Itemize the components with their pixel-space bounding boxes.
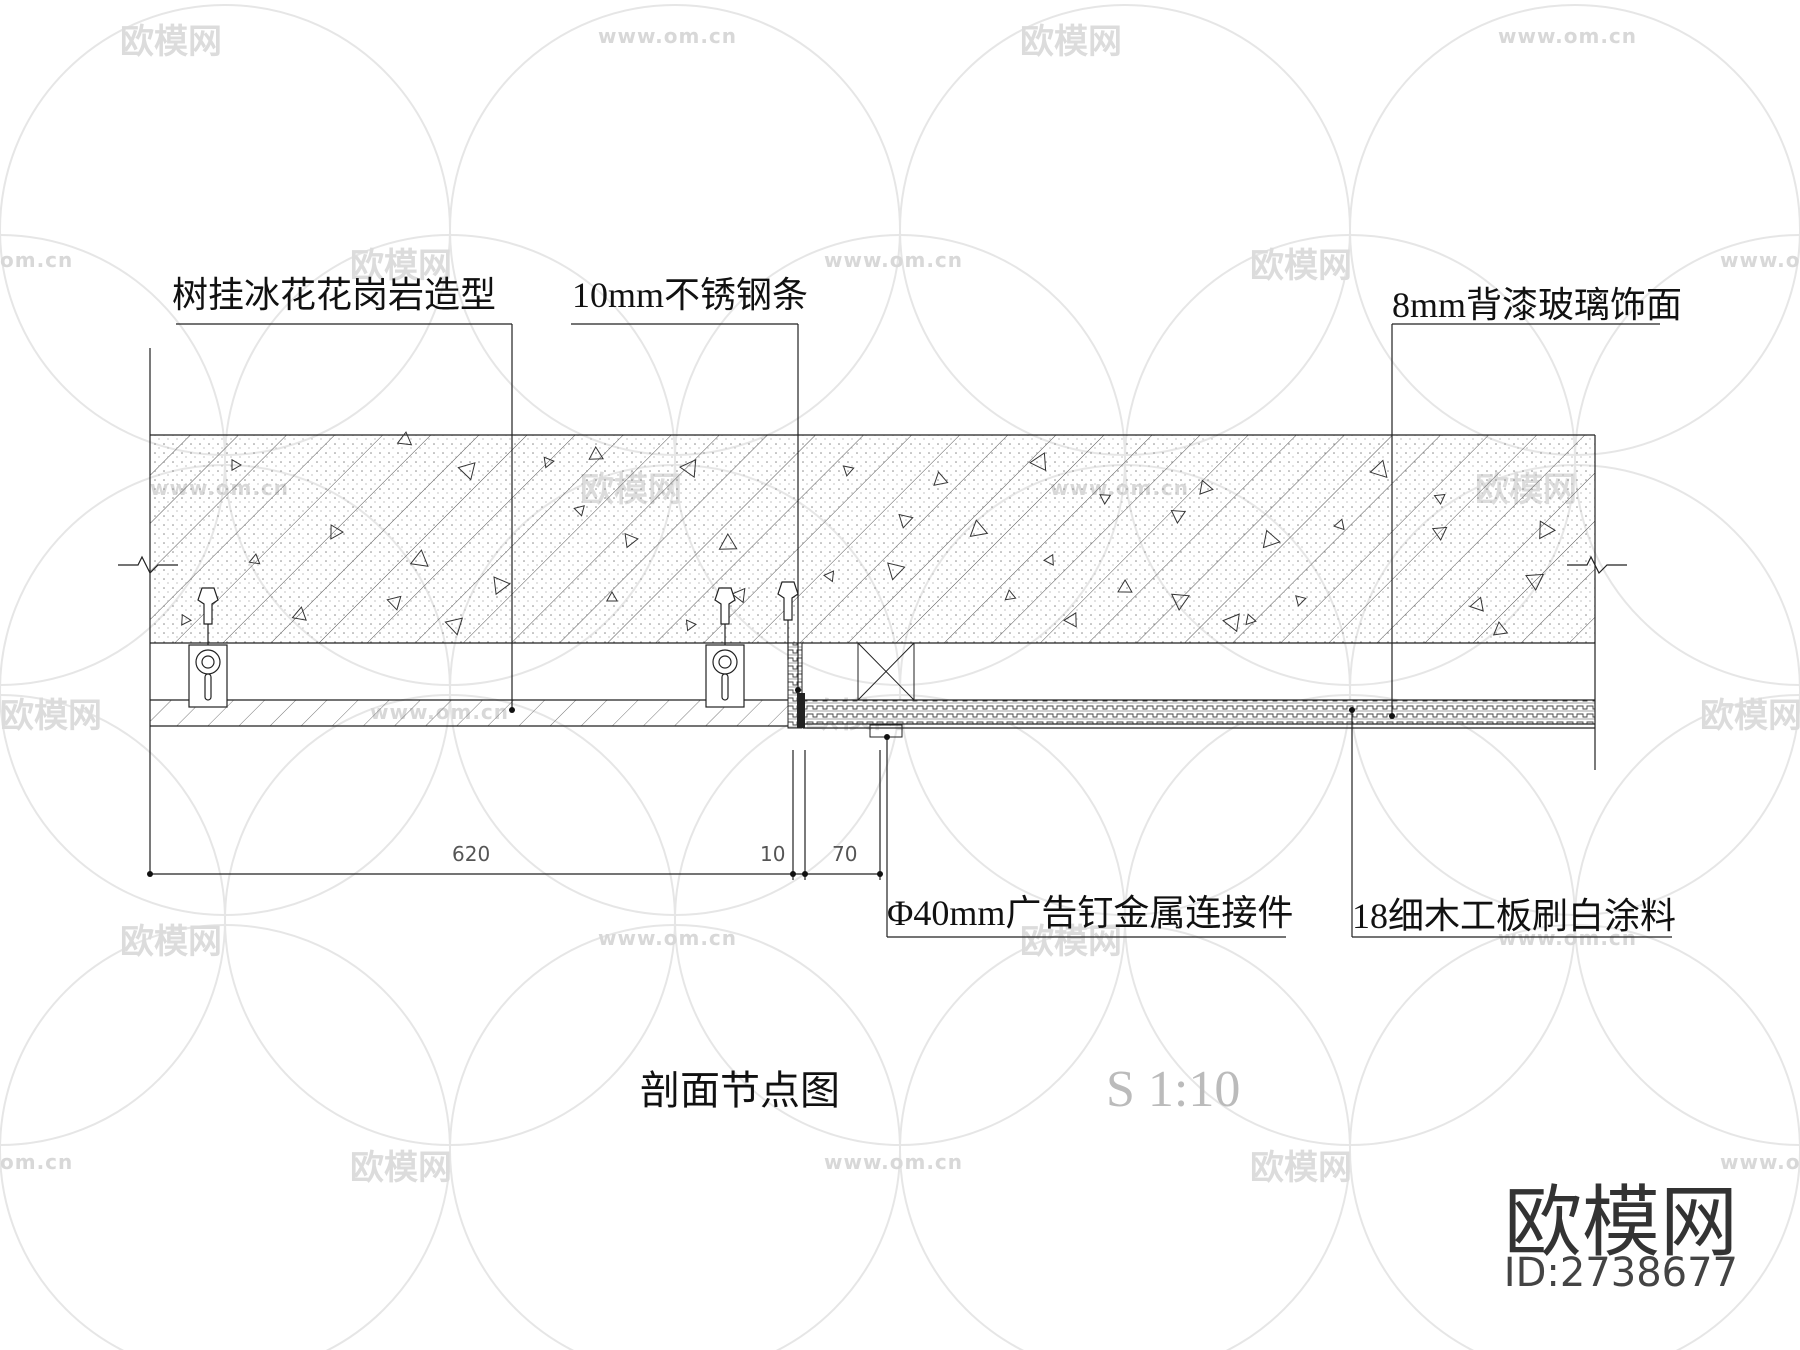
steel-strip: [787, 642, 805, 729]
label-board: 18细木工板刷白涂料: [1352, 896, 1677, 936]
granite-panel: [150, 699, 798, 727]
watermark-logo: 欧模网: [0, 696, 102, 736]
watermark-url: www.om.cn: [824, 248, 964, 272]
aggregate-triangle: [1222, 613, 1240, 633]
aggregate-triangle: [624, 532, 639, 549]
label-steel-strip: 10mm不锈钢条: [572, 275, 809, 315]
watermark-logo: 欧模网: [120, 22, 222, 62]
edge-lines: [118, 348, 1627, 875]
aggregate-triangle: [1492, 621, 1509, 636]
dimension-line: [150, 750, 881, 880]
aggregate-triangle: [330, 524, 344, 540]
aggregate-triangle: [1433, 493, 1446, 505]
label-granite: 树挂冰花花岗岩造型: [172, 275, 497, 316]
aggregate-triangle: [887, 562, 906, 581]
brand-id: ID:2738677: [1503, 1250, 1738, 1296]
aggregate-triangle: [588, 446, 604, 460]
watermark-logo: 欧模网: [350, 1148, 452, 1188]
aggregate-triangle: [1262, 529, 1281, 549]
drawing-scale: S 1:10: [1106, 1061, 1241, 1118]
aggregate-triangle: [1431, 526, 1448, 541]
anchor-clip: [705, 587, 745, 708]
watermark-url: om.cn: [0, 248, 74, 272]
concrete-wall: [150, 434, 1595, 644]
aggregate-triangle: [1539, 520, 1557, 540]
aggregate-triangle: [1117, 579, 1133, 593]
aggregate-triangle: [543, 456, 555, 469]
aggregate-triangle: [898, 513, 914, 529]
aggregate-triangle: [969, 519, 989, 538]
concrete-aggregate: [181, 431, 1557, 636]
watermark-logo: 欧模网: [1250, 246, 1352, 286]
dimension-70: 70: [832, 842, 858, 866]
aggregate-triangle: [457, 462, 476, 481]
aggregate-triangle: [386, 595, 402, 611]
aggregate-triangle: [248, 553, 261, 565]
brand-logo: 欧模网: [1503, 1178, 1738, 1268]
aggregate-triangle: [1170, 593, 1191, 611]
watermark-logo: 欧模网: [1020, 922, 1122, 962]
watermark-url: www.om.cn: [598, 24, 738, 48]
aggregate-triangle: [1099, 494, 1112, 506]
watermark-url: www.om.cn: [1720, 1150, 1800, 1174]
aggregate-triangle: [823, 570, 835, 583]
aggregate-triangle: [1063, 612, 1077, 628]
aggregate-triangle: [409, 549, 429, 567]
aggregate-triangle: [1004, 589, 1017, 601]
watermark-logo: 欧模网: [120, 922, 222, 962]
granite-anchors: [188, 581, 799, 708]
aggregate-triangle: [291, 606, 307, 621]
dimension-10: 10: [760, 842, 786, 866]
aggregate-triangle: [573, 505, 585, 517]
aggregate-triangle: [444, 617, 464, 636]
leader-lines: [176, 323, 1672, 938]
watermark-logo: 欧模网: [1020, 22, 1122, 62]
watermark-url: www.om.cn: [598, 926, 738, 950]
leader-dots: [509, 687, 1395, 740]
watermark-logo: 欧模网: [350, 246, 452, 286]
aggregate-triangle: [842, 465, 855, 477]
aggregate-triangle: [493, 576, 511, 596]
dimension-ticks: [147, 871, 883, 877]
aggregate-triangle: [181, 613, 193, 626]
wood-board-layer: [803, 699, 1595, 729]
watermark-logo: 欧模网: [1250, 1148, 1352, 1188]
watermark-url: www.om.cn: [824, 1150, 964, 1174]
anchor-clip: [777, 581, 799, 660]
aggregate-triangle: [1525, 573, 1545, 591]
watermark-url: om.cn: [0, 1150, 74, 1174]
aggregate-triangle: [396, 431, 413, 446]
watermark-url: www.om.cn: [1720, 248, 1800, 272]
aggregate-triangle: [231, 458, 242, 472]
aggregate-triangle: [1170, 509, 1187, 525]
dimension-620: 620: [452, 842, 491, 866]
label-fastener: Φ40mm广告钉金属连接件: [887, 893, 1294, 933]
watermark-url: www.om.cn: [1498, 926, 1638, 950]
label-glass: 8mm背漆玻璃饰面: [1392, 285, 1683, 325]
aggregate-triangle: [1469, 596, 1484, 612]
aggregate-triangle: [1369, 459, 1388, 479]
aggregate-triangle: [1029, 452, 1047, 472]
aggregate-triangle: [1245, 613, 1257, 626]
watermark-logo: 欧模网: [1700, 696, 1800, 736]
aggregate-triangle: [933, 471, 949, 486]
aggregate-triangle: [1333, 518, 1345, 531]
aggregate-triangle: [679, 458, 697, 479]
anchor-clip: [188, 587, 228, 708]
drawing-title: 剖面节点图: [640, 1068, 840, 1113]
aggregate-triangle: [731, 587, 746, 604]
aggregate-triangle: [1199, 479, 1214, 495]
aggregate-triangle: [605, 591, 619, 602]
aggregate-triangle: [718, 532, 738, 550]
aggregate-triangle: [1042, 553, 1054, 566]
aggregate-triangle: [685, 619, 697, 632]
watermark-url: www.om.cn: [1498, 24, 1638, 48]
aggregate-triangle: [1295, 595, 1307, 607]
